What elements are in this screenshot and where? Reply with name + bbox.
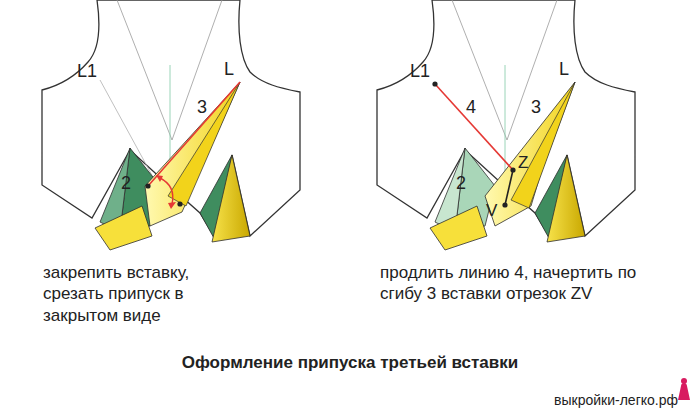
left-panel xyxy=(42,0,300,250)
point-label: L xyxy=(224,58,234,81)
logo-icon xyxy=(678,383,690,400)
point-label: L xyxy=(559,58,569,81)
insert-fold xyxy=(511,82,575,208)
point-label: L1 xyxy=(77,60,97,83)
segment-zv xyxy=(505,170,513,205)
point-dot xyxy=(510,167,515,172)
logo-icon xyxy=(681,378,687,384)
point-dot xyxy=(177,201,182,206)
point-label: Z xyxy=(518,152,528,173)
insert-tab xyxy=(430,206,487,250)
cut-line xyxy=(148,82,240,186)
bodice-outline xyxy=(377,0,635,238)
insert-fold xyxy=(168,82,240,206)
callout-number: 3 xyxy=(531,96,541,119)
point-label: V xyxy=(486,200,497,221)
panel-caption: продлить линию 4, начертить по сгибу 3 в… xyxy=(380,262,670,305)
callout-number: 2 xyxy=(121,172,131,195)
yellow-insert xyxy=(145,82,240,226)
arrow-head xyxy=(156,175,176,209)
bodice-outline xyxy=(42,0,300,238)
yellow-dart xyxy=(547,155,585,242)
insert-tab xyxy=(95,206,152,250)
watermark: выкройки-легко.рф xyxy=(554,392,678,410)
right-panel xyxy=(377,0,635,250)
point-dot xyxy=(145,183,150,188)
yellow-dart xyxy=(212,155,250,242)
diagram-title: Оформление припуска третьей вставки xyxy=(182,352,518,373)
callout-number: 2 xyxy=(456,172,466,195)
callout-number: 4 xyxy=(466,96,476,119)
point-label: L1 xyxy=(410,60,430,83)
panel-caption: закрепить вставку, срезать припуск в зак… xyxy=(43,262,233,326)
turn-arrow xyxy=(160,178,173,204)
point-dot xyxy=(432,81,437,86)
point-dot xyxy=(502,202,507,207)
callout-number: 3 xyxy=(197,96,207,119)
line-4 xyxy=(435,84,513,170)
